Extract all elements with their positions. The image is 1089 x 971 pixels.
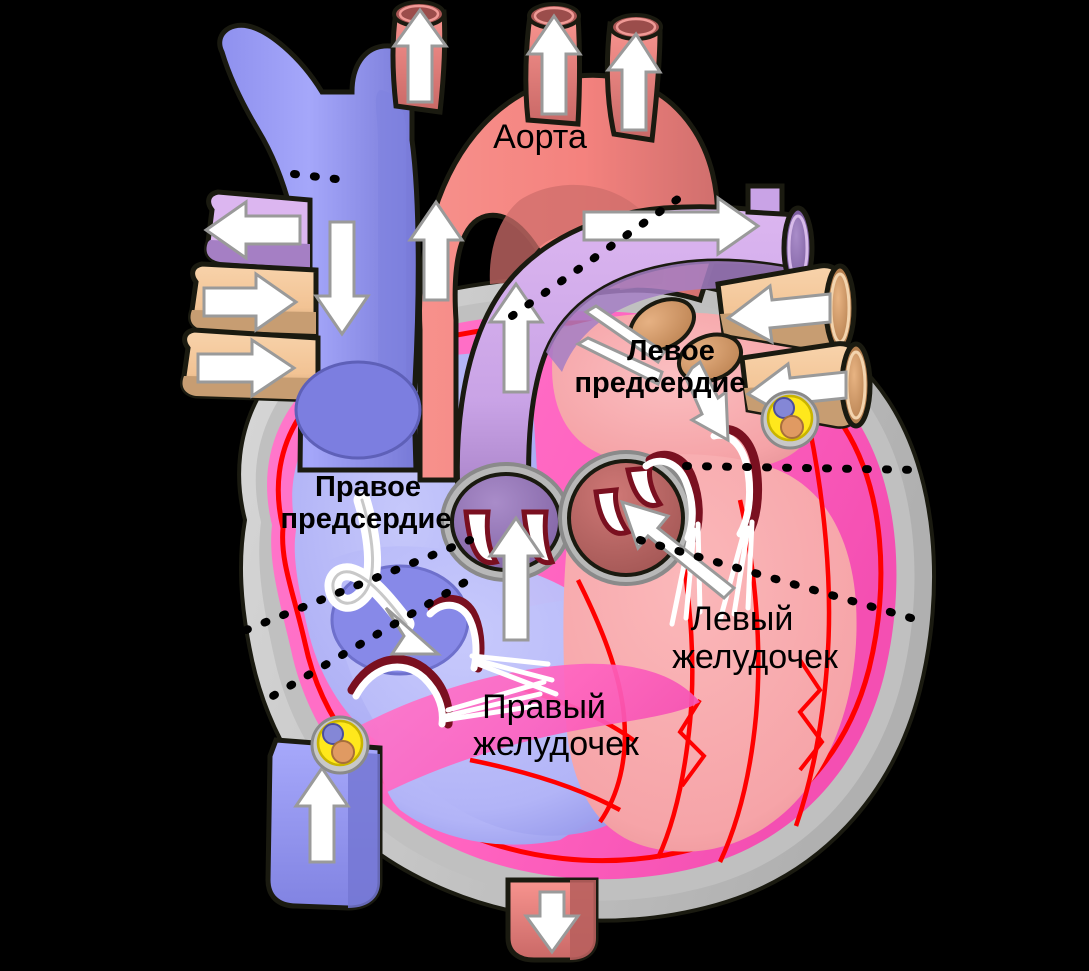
dotted-svc [290,170,348,184]
left-atrium-inflow-arrow [574,304,730,443]
interventricular-muscle-band [330,663,700,812]
superior-vena-cava-body [217,22,421,473]
dotted-right-atrium-lower [242,536,474,634]
superior-vena-cava [217,22,421,473]
pulmonary-vein-right-upper-lumen [829,272,851,344]
coronary-right-artery [780,415,804,439]
arrow-pulm-artery-left [203,199,302,261]
arrow-pulm-vein-left-lower [196,337,297,399]
coronary-left-artery [331,740,355,764]
svc-atrial-opening [294,360,422,460]
label-left-atrium-line1: Левое [627,335,715,367]
ra-arrow-curve-edge [331,498,408,626]
label-right-ventricle-line1: Правый [482,688,606,726]
dotted-pulm-artery [508,192,686,320]
coronary-right-vein [773,397,795,419]
svc-shading [375,90,407,400]
left-ventricle-trabeculae [677,658,825,788]
label-right-ventricle-line2: желудочек [473,725,640,763]
label-left-ventricle-line2: желудочек [672,638,839,676]
label-left-atrium-line2: предсердие [575,367,746,399]
arrow-pulm-vein-right-upper [725,283,832,345]
arrow-brachiocephalic-up [525,13,583,116]
label-aorta: Аорта [493,118,587,156]
arrow-pulm-vein-left-upper [202,271,299,333]
la-arrow-main [684,359,730,443]
coronary-left-vein [322,723,344,745]
tricuspid-leaflet-lower [352,663,446,728]
dotted-leader-lines [242,170,924,710]
pulmonary-artery-branch-stub [745,183,785,217]
mitral-leaflet-posterior [642,457,696,542]
right-atrium-inflow-arrow [324,491,442,656]
pulmonary-vein-right-lower-lumen [845,350,867,420]
tricuspid-leaflet-lower-back [347,655,453,729]
label-right-atrium-line2: предсердие [281,503,452,535]
aortic-valve-cusp-upper [624,465,664,508]
aortic-valve-cusp-lower [593,487,632,536]
arrow-subclavian-up [391,7,449,104]
arrow-ivc-up [293,765,351,864]
la-arrow-branch-2 [574,336,664,387]
la-arrow-branch-1 [583,304,667,365]
tricuspid-chordae [441,653,559,723]
dotted-left-ventricle [636,536,922,624]
arrow-descending-aorta-down [523,890,581,955]
ivc-shading [348,752,380,908]
descending-aorta-shading [570,880,596,960]
arrow-svc-down [313,220,371,337]
arrow-rv-outflow-up [487,515,545,642]
arrow-pulm-artery-right [582,195,761,257]
anatomy-labels: Аорта Левое предсердие Правое предсердие… [281,118,839,763]
pulmonary-artery-shade [546,261,800,372]
ra-arrow-head [384,606,442,656]
coronary-marker-right [760,390,820,450]
pulmonary-artery [454,183,815,523]
arrow-carotid-up [604,31,663,132]
mitral-leaflet-anterior-back [715,424,763,539]
dotted-left-atrium-wall [682,462,924,474]
tricuspid-valve [347,595,559,729]
tricuspid-leaflet-upper-back [427,595,485,673]
coronary-marker-left [310,715,370,775]
label-right-atrium-line1: Правое [315,471,421,503]
label-left-ventricle-line1: Левый [691,600,794,638]
tricuspid-leaflet-upper [426,601,480,672]
dotted-right-ventricle [252,574,476,710]
arrow-aorta-ascending-up [407,199,465,302]
